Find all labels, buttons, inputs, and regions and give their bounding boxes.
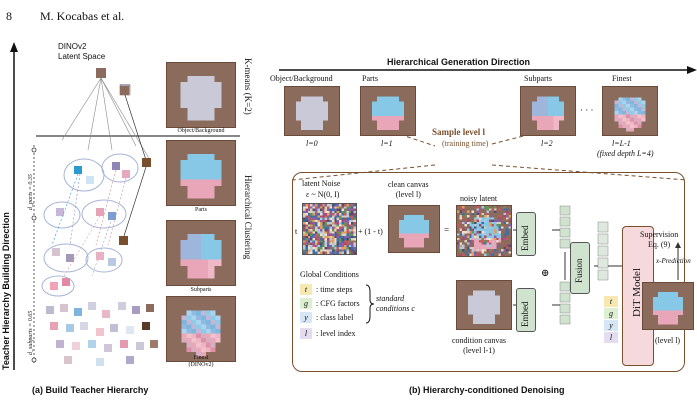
embed-bottom: Embed [516, 288, 536, 332]
noise-canvas [302, 203, 357, 255]
right-panel-arrows [279, 66, 697, 181]
page-number: 8 [6, 9, 12, 23]
stack-y: y [604, 320, 618, 331]
stack-g: g [604, 308, 618, 319]
level-sub-1: l=1 [381, 139, 393, 148]
embed-top-label: Embed [520, 225, 530, 252]
standard-conditions-label: standard conditions c [376, 294, 415, 313]
conditions-brace [365, 284, 375, 324]
d-parts-label: d_parts = 0.35 [28, 174, 34, 210]
latent-noise-label: latent Noise [302, 179, 341, 188]
x-prediction-label: x-Prediction [656, 257, 691, 265]
thumb-canvas [643, 283, 693, 329]
thumb-canvas [361, 87, 415, 135]
thumb-object-background [166, 62, 236, 128]
gen-thumb-0 [284, 86, 340, 136]
thumb-canvas [457, 281, 511, 329]
training-time-label: (training time) [442, 139, 489, 148]
training-box [292, 172, 685, 372]
one-minus-t: + (1 - t) [358, 227, 383, 236]
gen-thumb-3 [602, 86, 658, 136]
condition-canvas-label: condition canvas (level l-1) [452, 336, 506, 355]
output-canvas [642, 282, 694, 330]
condition-badge-y: y [300, 312, 312, 323]
left-caption: (a) Build Teacher Hierarchy [32, 385, 149, 395]
right-caption: (b) Hierarchy-conditioned Denoising [409, 385, 565, 395]
finest-scatter [46, 302, 158, 366]
global-conditions-title: Global Conditions [300, 270, 359, 279]
clean-canvas [388, 205, 440, 253]
condition-text-l: : level index [316, 329, 356, 338]
condition-badge-t: t [300, 284, 312, 295]
thumb-canvas [389, 206, 439, 252]
thumb-canvas [167, 141, 235, 205]
equals-sign: = [444, 225, 450, 235]
thumb-canvas [521, 87, 575, 135]
condition-text-y: : class label [316, 313, 354, 322]
condition-text-g: : CFG factors [316, 299, 360, 308]
thumb-canvas [167, 221, 235, 285]
condition-row-g: g : CFG factors [300, 297, 360, 310]
condition-canvas [456, 280, 512, 330]
level-sub-0: l=0 [306, 139, 318, 148]
gen-direction-label: Hierarchical Generation Direction [387, 57, 531, 67]
gen-thumb-1 [360, 86, 416, 136]
thumb-caption-0: Object/Background [177, 128, 225, 134]
embed-top: Embed [516, 212, 536, 256]
kmeans-label: K-means (K=2) [243, 58, 253, 115]
level-title-1: Parts [362, 74, 378, 83]
plus-operator: ⊕ [541, 268, 550, 279]
condition-badge-l: l [300, 328, 312, 339]
stack-l: l [604, 332, 618, 343]
condition-row-l: l : level index [300, 327, 356, 340]
thumb-canvas [167, 63, 235, 127]
fusion-block: Fusion [570, 242, 590, 294]
gen-thumb-2 [520, 86, 576, 136]
embed-bottom-label: Embed [520, 301, 530, 328]
level-sub-3: l=L-1 [612, 139, 631, 148]
noisy-latent [456, 205, 512, 257]
condition-row-t: t : time steps [300, 283, 352, 296]
epsilon-label: ε ~ N(0, I) [306, 190, 340, 199]
clean-canvas-label: clean canvas (level l) [388, 180, 429, 199]
level-sub-2: l=2 [541, 139, 553, 148]
cond-input-stack: t g y l [604, 296, 618, 343]
thumb-caption-2: Subparts [190, 287, 212, 293]
noisy-latent-label: noisy latent [460, 194, 498, 203]
noisy [457, 206, 511, 256]
thumb-finest [166, 296, 236, 362]
fusion-label: Fusion [574, 258, 584, 283]
direction-label: Teacher Hierarchy Building Direction [1, 212, 11, 370]
level-title-2: Subparts [524, 74, 552, 83]
t-multiplier: t [295, 227, 298, 236]
thumb-caption-3: Finest (DINOv2) [188, 355, 214, 368]
noise [303, 204, 356, 254]
hier-clustering-label: Hierarchical Clustering [243, 175, 253, 260]
level-title-3: Finest [612, 74, 632, 83]
latent-space-label: DINOv2 Latent Space [58, 42, 106, 61]
condition-text-t: : time steps [316, 285, 353, 294]
fixed-depth-label: (fixed depth L=4) [597, 149, 654, 158]
thumb-subparts [166, 220, 236, 286]
left-panel-graphics [10, 42, 240, 370]
stack-t: t [604, 296, 618, 307]
thumb-canvas [603, 87, 657, 135]
thumb-canvas [167, 297, 235, 361]
d-subparts-label: d_subparts = 0.65 [28, 310, 34, 355]
output-caption: (level l) [655, 336, 681, 345]
level-title-0: Object/Background [270, 74, 333, 83]
running-head: M. Kocabas et al. [40, 9, 125, 23]
sample-level-label: Sample level l [432, 127, 485, 137]
supervision-label: Supervision Eq. (9) [640, 230, 679, 249]
thumb-caption-1: Parts [195, 207, 207, 213]
gen-ellipsis: · · · [580, 105, 594, 115]
condition-row-y: y : class label [300, 311, 353, 324]
thumb-parts [166, 140, 236, 206]
thumb-canvas [285, 87, 339, 135]
condition-badge-g: g [300, 298, 312, 309]
